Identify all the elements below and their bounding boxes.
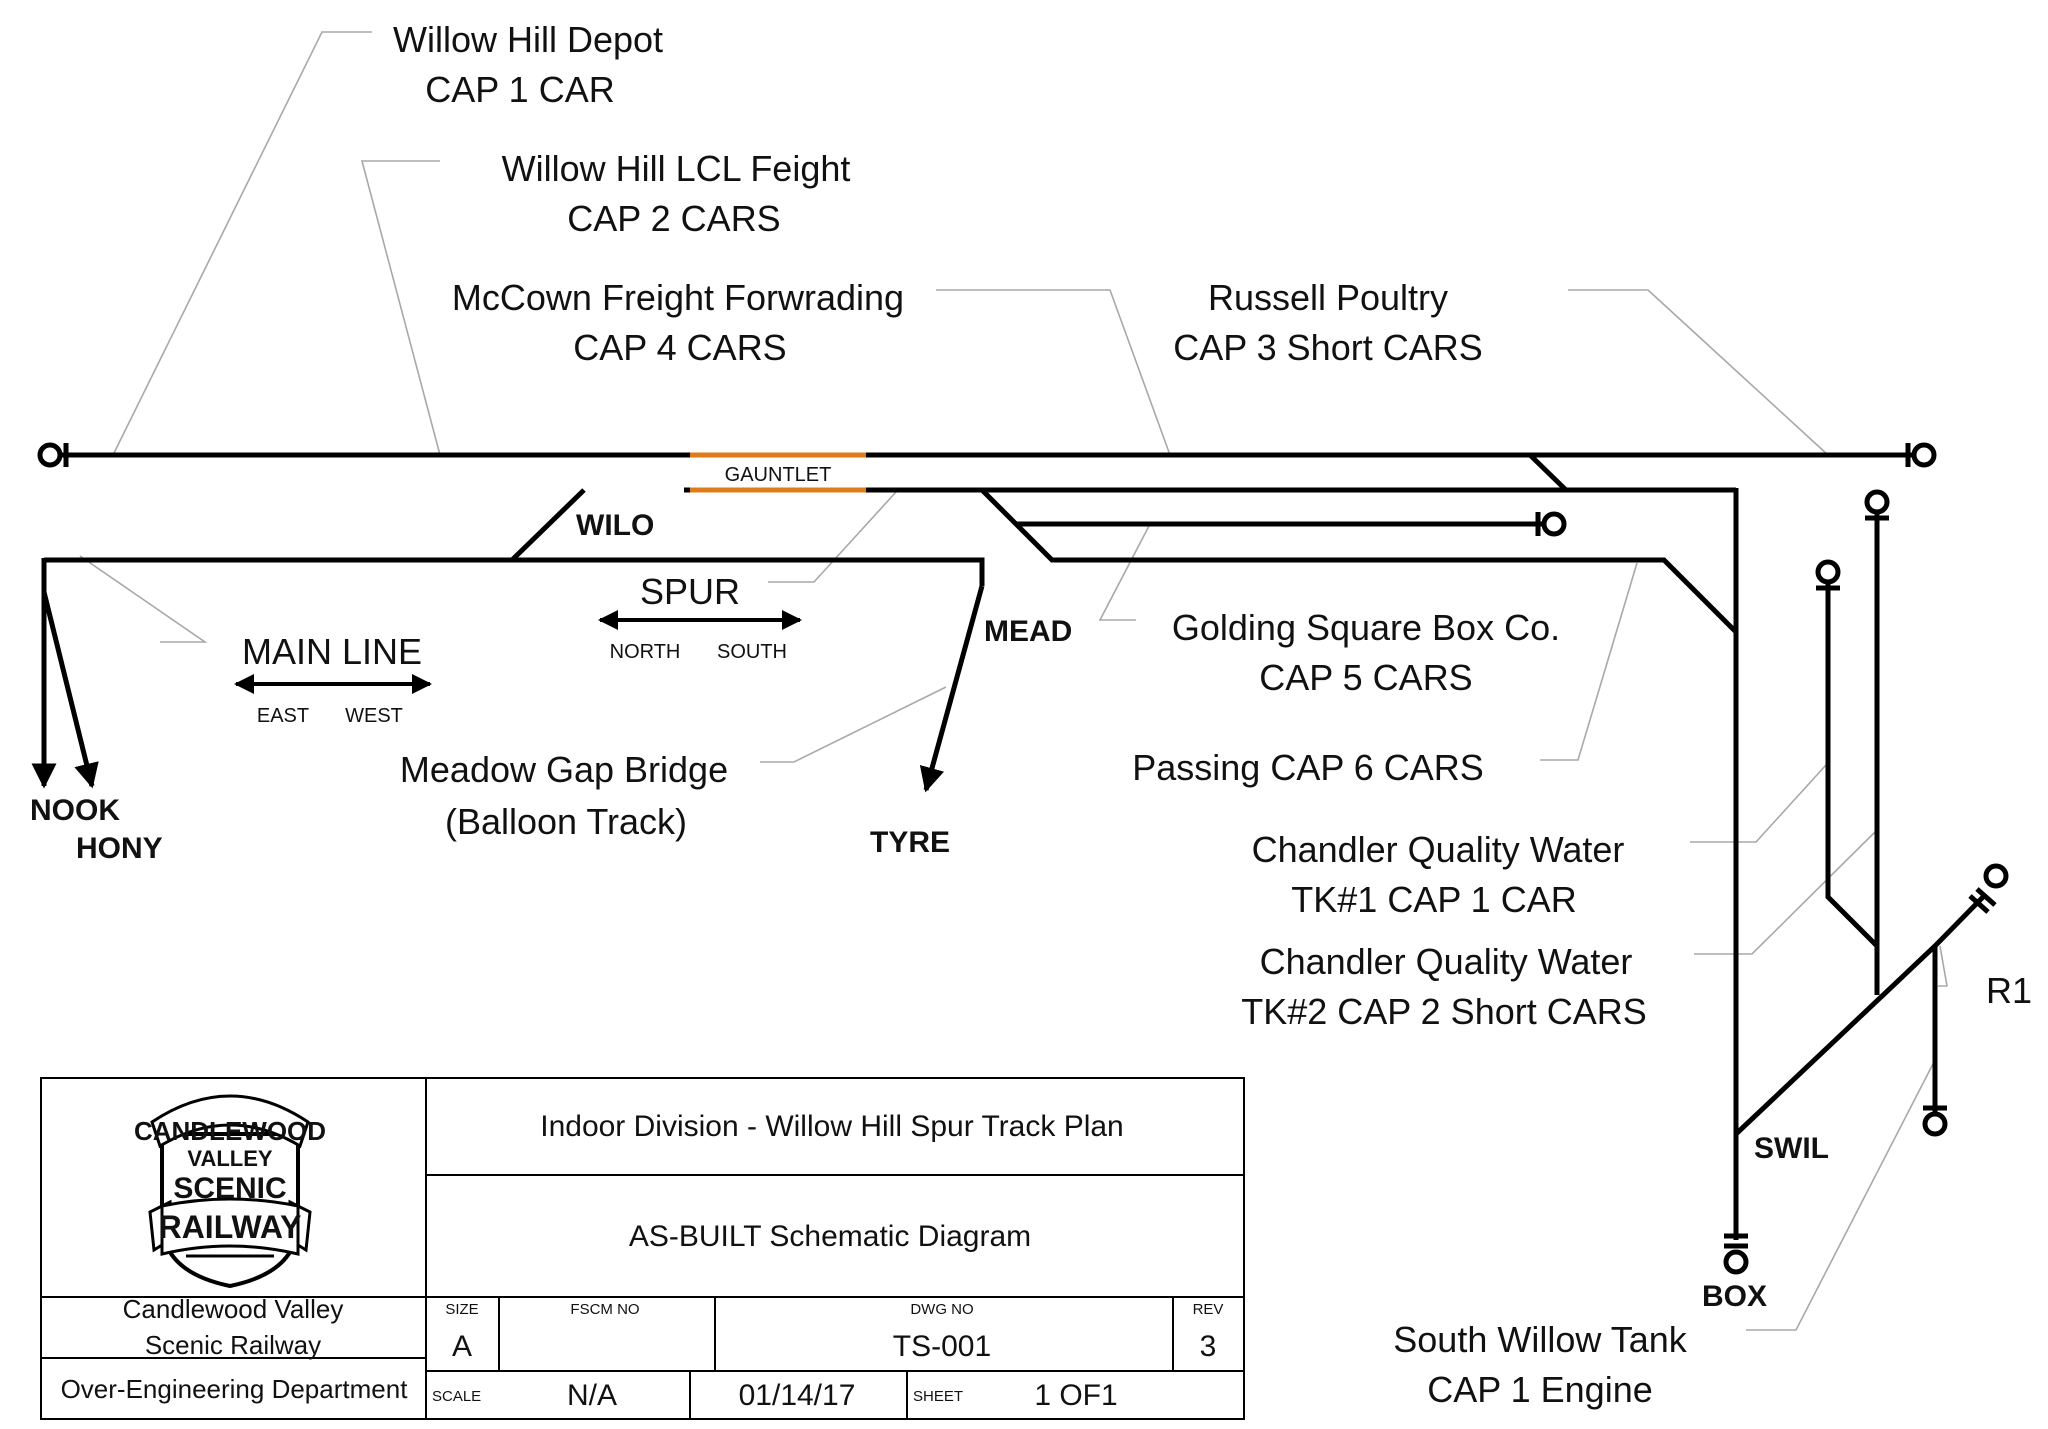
company-line-1: Candlewood Valley [123, 1294, 344, 1324]
leader-mccown [936, 289, 1171, 456]
title-block: CANDLEWOOD VALLEY SCENIC RAILWAY Indoor … [40, 1077, 1245, 1420]
logo-line-3: SCENIC [173, 1172, 286, 1205]
size-value: A [452, 1330, 472, 1363]
scale-value: N/A [567, 1379, 617, 1412]
leader-meadow-gap [760, 686, 947, 763]
scale-label: SCALE [432, 1388, 481, 1405]
leader-spur [768, 491, 897, 583]
chandler1-name: Chandler Quality Water [1252, 829, 1625, 870]
dwg-value: TS-001 [893, 1330, 991, 1363]
drawing-date: 01/14/17 [739, 1379, 856, 1412]
station-box: BOX [1702, 1280, 1767, 1313]
willow-hill-lcl-name: Willow Hill LCL Feight [502, 148, 851, 189]
rev-label: REV [1193, 1301, 1224, 1318]
drawing-subtitle: AS-BUILT Schematic Diagram [629, 1220, 1031, 1253]
stop-chandler-tk1 [1815, 559, 1841, 591]
logo-line-1: CANDLEWOOD [134, 1116, 326, 1146]
crossover [1528, 453, 1568, 492]
mccown-cap: CAP 4 CARS [573, 327, 786, 368]
sheet-value: 1 OF1 [1034, 1379, 1117, 1412]
stop-box [1723, 1233, 1749, 1275]
wilo-connector [510, 488, 586, 562]
station-swil: SWIL [1754, 1132, 1829, 1165]
station-nook: NOOK [30, 794, 120, 827]
leader-golding-square [1098, 523, 1151, 621]
tracks [31, 452, 1986, 1240]
chandler2-cap: TK#2 CAP 2 Short CARS [1241, 991, 1647, 1032]
lower-main-track [44, 557, 985, 586]
station-r1: R1 [1986, 970, 2032, 1011]
spur-south-label: SOUTH [717, 641, 787, 663]
station-hony: HONY [76, 832, 163, 865]
south-willow-cap: CAP 1 Engine [1427, 1369, 1653, 1410]
leader-r1 [1938, 945, 1948, 987]
meadow-gap-name: Meadow Gap Bridge [400, 749, 728, 790]
willow-hill-lcl-cap: CAP 2 CARS [567, 198, 780, 239]
spur-direction: SPUR NORTH SOUTH [598, 571, 802, 663]
chandler1-cap: TK#1 CAP 1 CAR [1291, 879, 1576, 920]
golding-cap: CAP 5 CARS [1259, 657, 1472, 698]
chandler2-name: Chandler Quality Water [1260, 941, 1633, 982]
golding-name: Golding Square Box Co. [1172, 607, 1560, 648]
station-tyre: TYRE [870, 826, 950, 859]
passing-label: Passing CAP 6 CARS [1132, 747, 1484, 788]
hony-branch [41, 591, 99, 789]
stop-golding [1535, 511, 1567, 537]
leader-russell-poultry [1568, 289, 1829, 456]
station-labels: WILO MEAD NOOK HONY TYRE SWIL BOX R1 [30, 509, 2032, 1313]
main-line-direction: MAIN LINE EAST WEST [234, 631, 432, 727]
station-wilo: WILO [576, 509, 654, 542]
stop-south-willow [1968, 863, 2009, 914]
stop-chandler-tk2 [1864, 489, 1890, 521]
tyre-branch [919, 585, 985, 793]
leader-south-willow-tank [1746, 1059, 1936, 1331]
russell-name: Russell Poultry [1208, 277, 1448, 318]
rev-value: 3 [1200, 1330, 1217, 1363]
leader-chandler-tk2 [1694, 829, 1878, 955]
leader-willow-hill-lcl [360, 160, 441, 456]
leader-lines [79, 31, 1948, 1331]
industry-labels: Willow Hill Depot CAP 1 CAR Willow Hill … [393, 19, 1688, 1410]
cvsr-logo: CANDLEWOOD VALLEY SCENIC RAILWAY [134, 1094, 326, 1289]
leader-willow-hill-depot [112, 31, 372, 456]
mccown-name: McCown Freight Forwrading [452, 277, 904, 318]
department: Over-Engineering Department [61, 1374, 409, 1404]
russell-cap: CAP 3 Short CARS [1173, 327, 1482, 368]
main-line-west-label: WEST [345, 705, 403, 727]
meadow-gap-cap: (Balloon Track) [445, 801, 687, 842]
size-label: SIZE [445, 1301, 478, 1318]
willow-hill-depot-name: Willow Hill Depot [393, 19, 663, 60]
south-willow-name: South Willow Tank [1393, 1319, 1687, 1360]
leader-main-line [79, 555, 208, 643]
spur-label: SPUR [640, 571, 740, 612]
stop-main-west [37, 442, 69, 468]
station-mead: MEAD [984, 615, 1072, 648]
main-line-label: MAIN LINE [242, 631, 422, 672]
leader-passing [1540, 562, 1638, 761]
leader-chandler-tk1 [1690, 764, 1827, 843]
sheet-label: SHEET [913, 1388, 963, 1405]
dwg-label: DWG NO [910, 1301, 973, 1318]
title-block-frame [40, 1077, 1245, 1420]
logo-line-2: VALLEY [187, 1146, 272, 1171]
fscm-label: FSCM NO [570, 1301, 639, 1318]
chandler-tk1-track [1825, 584, 1879, 948]
stop-r1 [1922, 1105, 1948, 1137]
willow-hill-depot-cap: CAP 1 CAR [425, 69, 614, 110]
logo-line-4: RAILWAY [159, 1209, 302, 1245]
company-line-2: Scenic Railway [145, 1330, 321, 1360]
drawing-title: Indoor Division - Willow Hill Spur Track… [540, 1110, 1124, 1143]
stop-main-east [1905, 442, 1937, 468]
spur-north-label: NORTH [610, 641, 681, 663]
bumper-stops [37, 442, 2009, 1275]
gauntlet-label: GAUNTLET [725, 464, 832, 486]
main-line-east-label: EAST [257, 705, 309, 727]
